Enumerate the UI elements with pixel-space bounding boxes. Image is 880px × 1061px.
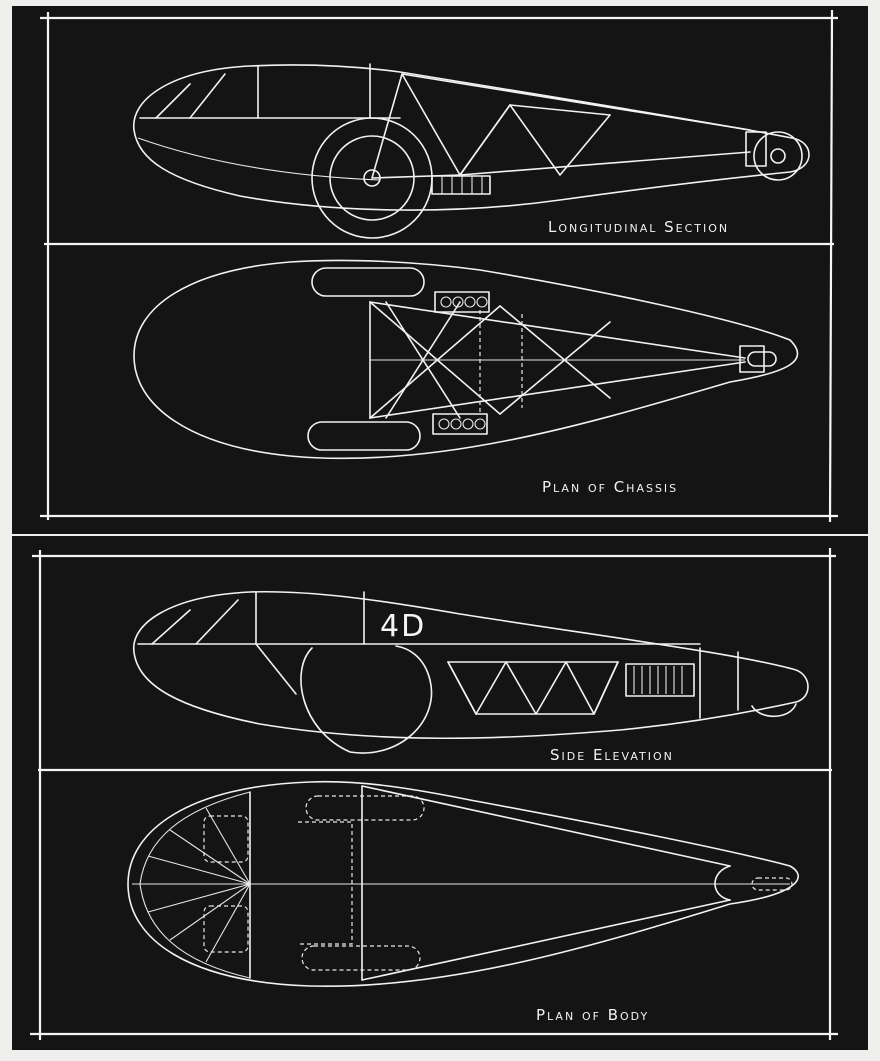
longitudinal-section-label: Longitudinal Section — [548, 218, 729, 236]
plan-of-body-drawing — [127, 780, 799, 988]
plan-of-chassis-label: Plan of Chassis — [542, 478, 678, 496]
longitudinal-section-drawing — [133, 63, 810, 239]
side-elevation-drawing — [133, 590, 809, 754]
bottom-board — [12, 536, 868, 1050]
plan-of-body-label: Plan of Body — [536, 1006, 649, 1024]
top-board — [12, 6, 868, 534]
side-elevation-label: Side Elevation — [550, 746, 674, 764]
bottom-panel-frame — [30, 548, 838, 1040]
plan-of-chassis-drawing — [133, 259, 799, 460]
side-elevation-body-mark: 4D — [380, 609, 426, 644]
top-panel-frame — [40, 9, 838, 523]
